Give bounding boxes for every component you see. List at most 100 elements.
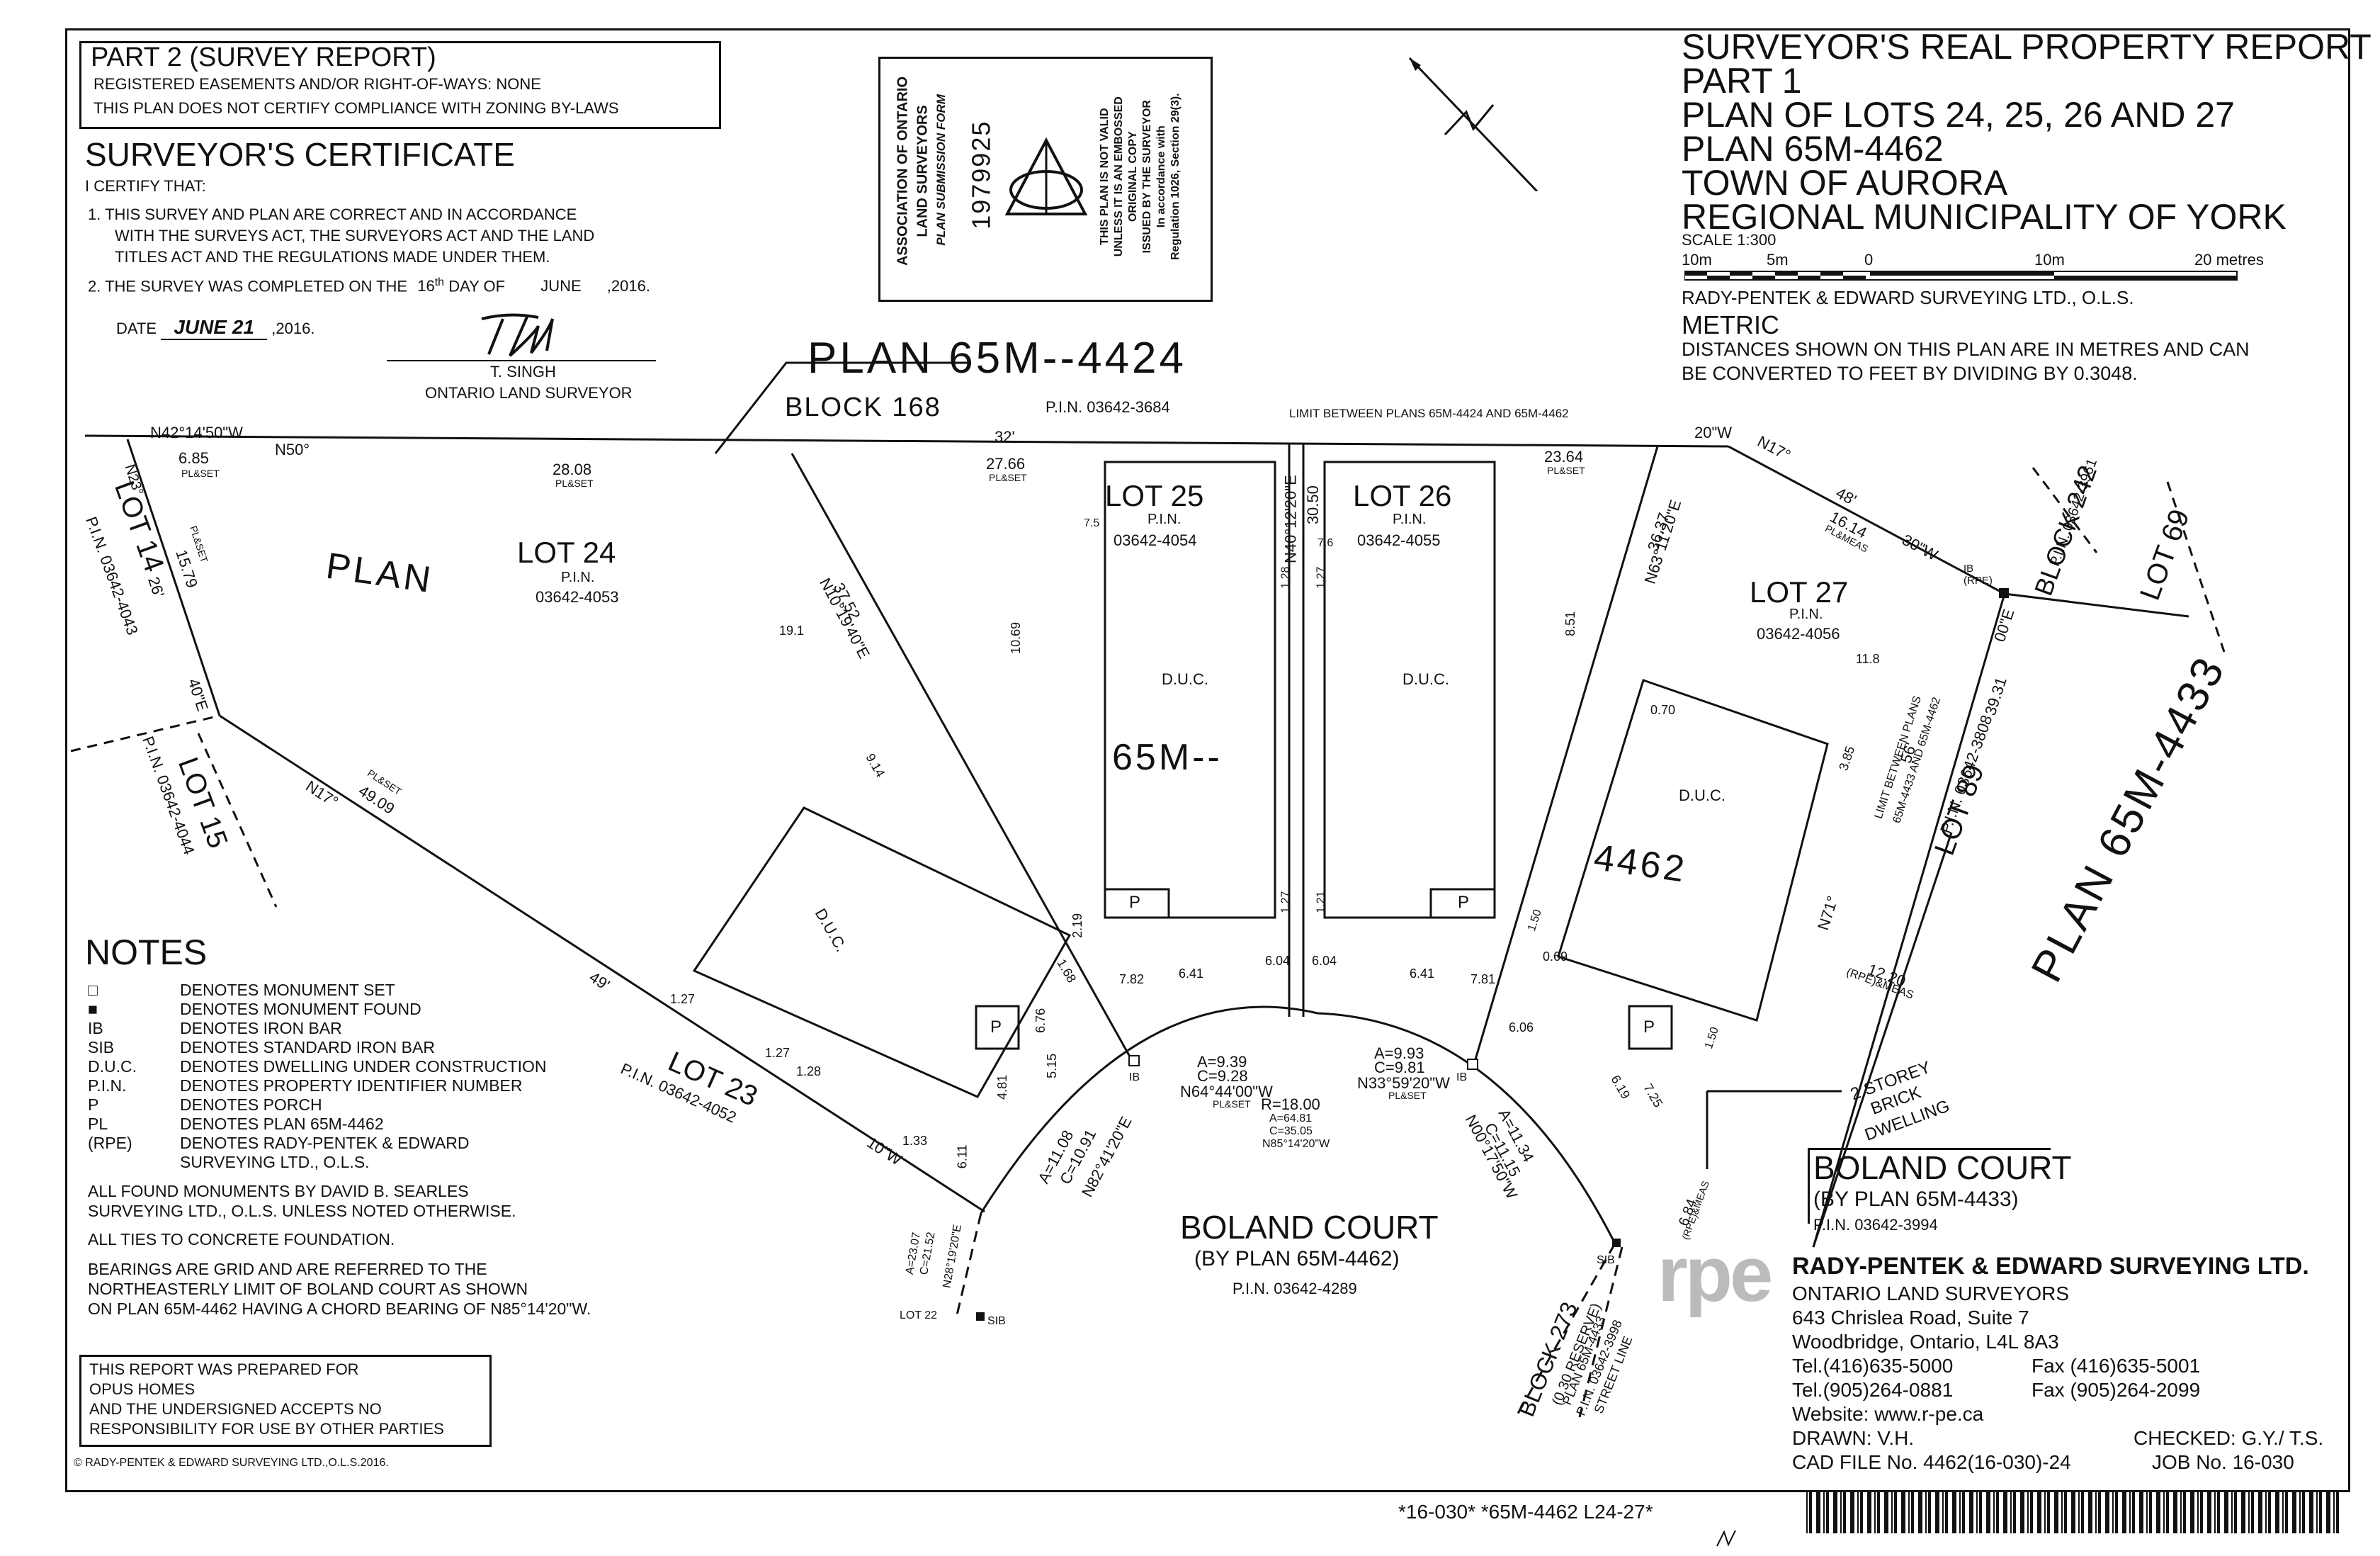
m-2766: 27.66 bbox=[986, 455, 1026, 473]
m-a993: A=9.93 bbox=[1374, 1044, 1424, 1062]
lot25-label: LOT 25 bbox=[1105, 479, 1204, 512]
cert-item1-l2: WITH THE SURVEYS ACT, THE SURVEYORS ACT … bbox=[115, 227, 595, 244]
barcode-bar bbox=[1884, 1491, 1888, 1533]
north-arrow-icon bbox=[1408, 57, 1538, 191]
note-key: (RPE) bbox=[88, 1134, 132, 1152]
lot25-pin: 03642-4054 bbox=[1114, 531, 1197, 549]
barcode-bar bbox=[2316, 1491, 2318, 1533]
barcode-bar bbox=[2010, 1491, 2012, 1533]
barcode-bar bbox=[2231, 1491, 2233, 1533]
m-2766-pl: PL&SET bbox=[989, 472, 1027, 483]
boland2-box bbox=[1808, 1148, 2051, 1224]
barcode-bar bbox=[2207, 1491, 2211, 1533]
barcode-bar bbox=[2061, 1491, 2063, 1533]
barcode-bar bbox=[2037, 1491, 2041, 1533]
barcode-bar bbox=[2333, 1491, 2335, 1533]
barcode-bar bbox=[2282, 1491, 2284, 1533]
barcode-bar bbox=[2149, 1491, 2152, 1533]
cert-item1-l3: TITLES ACT AND THE REGULATIONS MADE UNDE… bbox=[115, 248, 550, 266]
lot26-pin: 03642-4055 bbox=[1357, 531, 1441, 549]
firm-drawn: DRAWN: V.H. bbox=[1792, 1427, 1915, 1449]
note-value: DENOTES MONUMENT SET bbox=[180, 981, 395, 999]
limit-top-label: LIMIT BETWEEN PLANS 65M-4424 AND 65M-446… bbox=[1289, 407, 1569, 420]
scale-tick-3: 10m bbox=[2034, 251, 2065, 269]
firm-job: JOB No. 16-030 bbox=[2152, 1451, 2294, 1473]
barcode-bar bbox=[2146, 1491, 2148, 1533]
metric-label: METRIC bbox=[1682, 310, 1779, 339]
barcode-bar bbox=[2132, 1491, 2135, 1533]
title-l1: SURVEYOR'S REAL PROPERTY REPORT bbox=[1682, 27, 2372, 67]
footer-initials-icon bbox=[1716, 1530, 1736, 1547]
m-515: 5.15 bbox=[1045, 1053, 1060, 1078]
barcode-bar bbox=[1857, 1491, 1859, 1533]
boland-court: BOLAND COURT bbox=[1180, 1209, 1439, 1246]
scale-tick-1: 5m bbox=[1767, 251, 1789, 269]
ib-rpe: IB (RPE) bbox=[1964, 563, 1993, 587]
m-128a: 1.28 bbox=[796, 1064, 822, 1078]
m-2364-pl: PL&SET bbox=[1547, 465, 1585, 476]
scale-bar bbox=[1684, 271, 2238, 281]
notes-bear-l1: BEARINGS ARE GRID AND ARE REFERRED TO TH… bbox=[88, 1260, 487, 1278]
barcode-bar bbox=[2030, 1491, 2033, 1533]
note-value: DENOTES PROPERTY IDENTIFIER NUMBER bbox=[180, 1076, 523, 1095]
barcode-bar bbox=[2180, 1491, 2182, 1533]
sib-lot22: SIB bbox=[987, 1315, 1006, 1327]
boland-court-sub: (BY PLAN 65M-4462) bbox=[1194, 1247, 1400, 1270]
barcode-bar bbox=[1945, 1491, 1948, 1533]
barcode-bar bbox=[1986, 1491, 1990, 1533]
notes-list: □DENOTES MONUMENT SET ■DENOTES MONUMENT … bbox=[88, 981, 547, 1172]
m-76: 7.6 bbox=[1318, 537, 1334, 549]
firm-l2: 643 Chrislea Road, Suite 7 bbox=[1792, 1307, 2029, 1329]
scale-tick-2: 0 bbox=[1864, 251, 1874, 269]
lot24-pin-label: P.I.N. bbox=[561, 570, 595, 585]
note-value: DENOTES RADY-PENTEK & EDWARD bbox=[180, 1134, 470, 1152]
block168-label: BLOCK 168 bbox=[785, 393, 941, 422]
m-n64-pl: PL&SET bbox=[1213, 1098, 1251, 1110]
barcode-bar bbox=[2234, 1491, 2237, 1533]
firm-tel1: Tel.(416)635-5000 bbox=[1792, 1355, 1954, 1377]
barcode-bar bbox=[1979, 1491, 1982, 1533]
m-676: 6.76 bbox=[1033, 1008, 1048, 1033]
date-year: ,2016. bbox=[271, 320, 315, 337]
note-value: DENOTES IRON BAR bbox=[180, 1019, 342, 1037]
barcode-bar bbox=[2326, 1491, 2330, 1533]
note-row: D.U.C.DENOTES DWELLING UNDER CONSTRUCTIO… bbox=[88, 1057, 547, 1076]
note-value: DENOTES MONUMENT FOUND bbox=[180, 1000, 421, 1018]
porch-lot27: P bbox=[1643, 1017, 1655, 1037]
aols-stamp bbox=[878, 57, 1213, 302]
barcode-bar bbox=[2112, 1491, 2114, 1533]
metric-l1: DISTANCES SHOWN ON THIS PLAN ARE IN METR… bbox=[1682, 339, 2250, 360]
barcode-bar bbox=[1894, 1491, 1897, 1533]
firm-logo: rpe bbox=[1658, 1231, 1773, 1318]
barcode-bar bbox=[2129, 1491, 2131, 1533]
barcode-bar bbox=[1996, 1491, 1999, 1533]
cert-item2-month: JUNE bbox=[540, 277, 582, 295]
m-n33: N33°59'20"W bbox=[1357, 1074, 1450, 1092]
note-key: P.I.N. bbox=[88, 1076, 127, 1095]
firm-cad: CAD FILE No. 4462(16-030)-24 bbox=[1792, 1451, 2071, 1473]
lot24-pin: 03642-4053 bbox=[536, 588, 619, 606]
barcode-bar bbox=[1942, 1491, 1944, 1533]
m-1069: 10.69 bbox=[1009, 621, 1024, 654]
m-c928: C=9.28 bbox=[1197, 1067, 1248, 1085]
m-n50: N50° bbox=[275, 441, 310, 458]
barcode-bar bbox=[2292, 1491, 2296, 1533]
m-641a: 6.41 bbox=[1179, 966, 1204, 981]
barcode-bar bbox=[1840, 1491, 1842, 1533]
barcode-bar bbox=[1969, 1491, 1973, 1533]
signature-line bbox=[387, 360, 656, 361]
note-value: DENOTES STANDARD IRON BAR bbox=[180, 1038, 435, 1056]
m-481: 4.81 bbox=[995, 1074, 1010, 1100]
barcode-bar bbox=[1816, 1491, 1820, 1533]
boland2-court: BOLAND COURT bbox=[1813, 1149, 2072, 1186]
boland2-sub: (BY PLAN 65M-4433) bbox=[1813, 1188, 2019, 1211]
m-604a: 6.04 bbox=[1265, 954, 1291, 968]
barcode-bar bbox=[2268, 1491, 2271, 1533]
barcode-bar bbox=[2013, 1491, 2016, 1533]
boland-court-pin: P.I.N. 03642-4289 bbox=[1232, 1280, 1357, 1297]
barcode-bar bbox=[2115, 1491, 2118, 1533]
part2-line1: REGISTERED EASEMENTS AND/OR RIGHT-OF-WAY… bbox=[94, 75, 541, 93]
notes-found-l2: SURVEYING LTD., O.L.S. UNLESS NOTED OTHE… bbox=[88, 1202, 516, 1220]
m-2808-pl: PL&SET bbox=[555, 478, 594, 489]
